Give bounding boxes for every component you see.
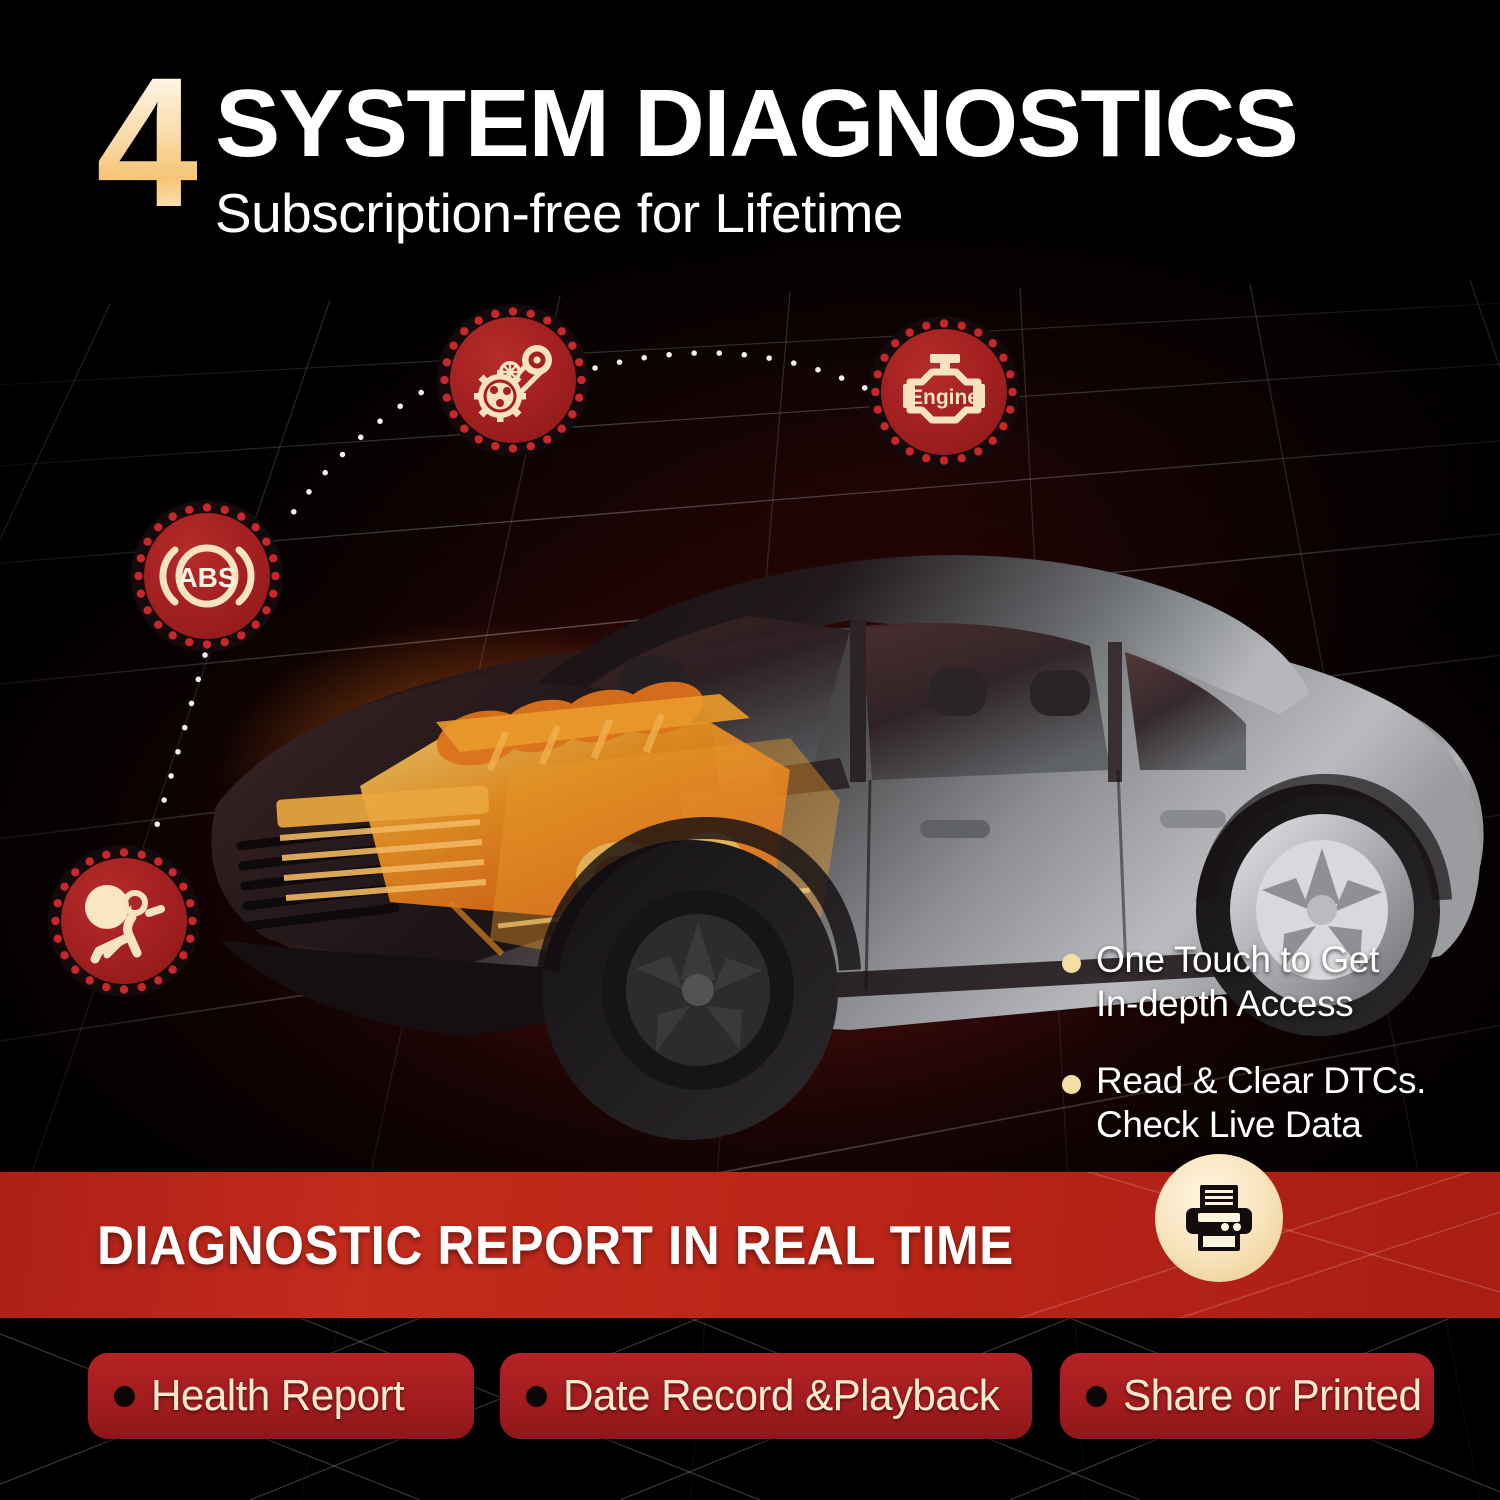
pill-dot-icon (526, 1385, 547, 1407)
badge-disc: Engine (881, 329, 1007, 455)
bullet-dot-icon (1062, 954, 1081, 973)
abs-icon-label: ABS (177, 562, 236, 593)
badge-dot-ring (134, 503, 280, 649)
feature-bullet-line-1: Read & Clear DTCs. (1096, 1060, 1427, 1102)
car-xray-illustration (150, 470, 1500, 1210)
poster-header: 4 SYSTEM DIAGNOSTICS Subscription-free f… (96, 50, 1426, 246)
badge-dot-ring (440, 307, 586, 453)
diagnostic-report-banner: DIAGNOSTIC REPORT IN REAL TIME (0, 1154, 1500, 1318)
pill-share-or-printed[interactable]: Share or Printed (1060, 1353, 1434, 1439)
engine-icon-label: Engine (909, 386, 979, 409)
pill-label: Share or Printed (1123, 1371, 1422, 1420)
feature-bullet-text: Read & Clear DTCs. Check Live Data (1096, 1059, 1426, 1146)
page-title: SYSTEM DIAGNOSTICS (214, 70, 1299, 177)
feature-bullet: Read & Clear DTCs. Check Live Data (1062, 1059, 1462, 1146)
printer-badge[interactable] (1155, 1154, 1283, 1282)
system-count-number: 4 (96, 50, 199, 235)
feature-bullet-line-2: Check Live Data (1096, 1103, 1362, 1145)
feature-bullet-line-1: One Touch to Get (1096, 939, 1379, 980)
pill-dot-icon (114, 1385, 135, 1407)
banner-title: DIAGNOSTIC REPORT IN REAL TIME (97, 1214, 1014, 1276)
badge-dot-ring (51, 848, 197, 994)
pill-label: Health Report (151, 1371, 405, 1420)
feature-bullet-line-2: In-depth Access (1096, 982, 1354, 1024)
transmission-belt-icon (474, 345, 552, 422)
printer-icon (1186, 1185, 1252, 1251)
badge-disc (61, 858, 187, 984)
page-subtitle: Subscription-free for Lifetime (214, 182, 904, 245)
feature-bullet-list: One Touch to Get In-depth Access Read & … (1062, 938, 1462, 1181)
system-badge-abs[interactable]: ABS (131, 500, 283, 652)
check-engine-icon: Engine (903, 354, 985, 424)
system-badge-srs-airbag[interactable] (48, 845, 200, 997)
pill-health-report[interactable]: Health Report (88, 1353, 474, 1439)
system-badge-transmission[interactable] (437, 304, 589, 456)
system-badge-engine[interactable]: Engine (868, 316, 1020, 468)
pill-date-record-playback[interactable]: Date Record &Playback (500, 1353, 1032, 1439)
feature-bullet: One Touch to Get In-depth Access (1062, 938, 1462, 1025)
abs-brake-icon: ABS (159, 544, 255, 608)
badge-dot-ring (871, 319, 1017, 465)
badge-disc (450, 317, 576, 443)
pill-label: Date Record &Playback (563, 1371, 1000, 1420)
feature-pill-row: Health Report Date Record &Playback Shar… (0, 1353, 1500, 1445)
badge-disc: ABS (144, 513, 270, 639)
feature-bullet-text: One Touch to Get In-depth Access (1096, 938, 1379, 1025)
srs-airbag-icon (85, 885, 165, 964)
bullet-dot-icon (1062, 1075, 1081, 1095)
pill-dot-icon (1086, 1385, 1107, 1407)
